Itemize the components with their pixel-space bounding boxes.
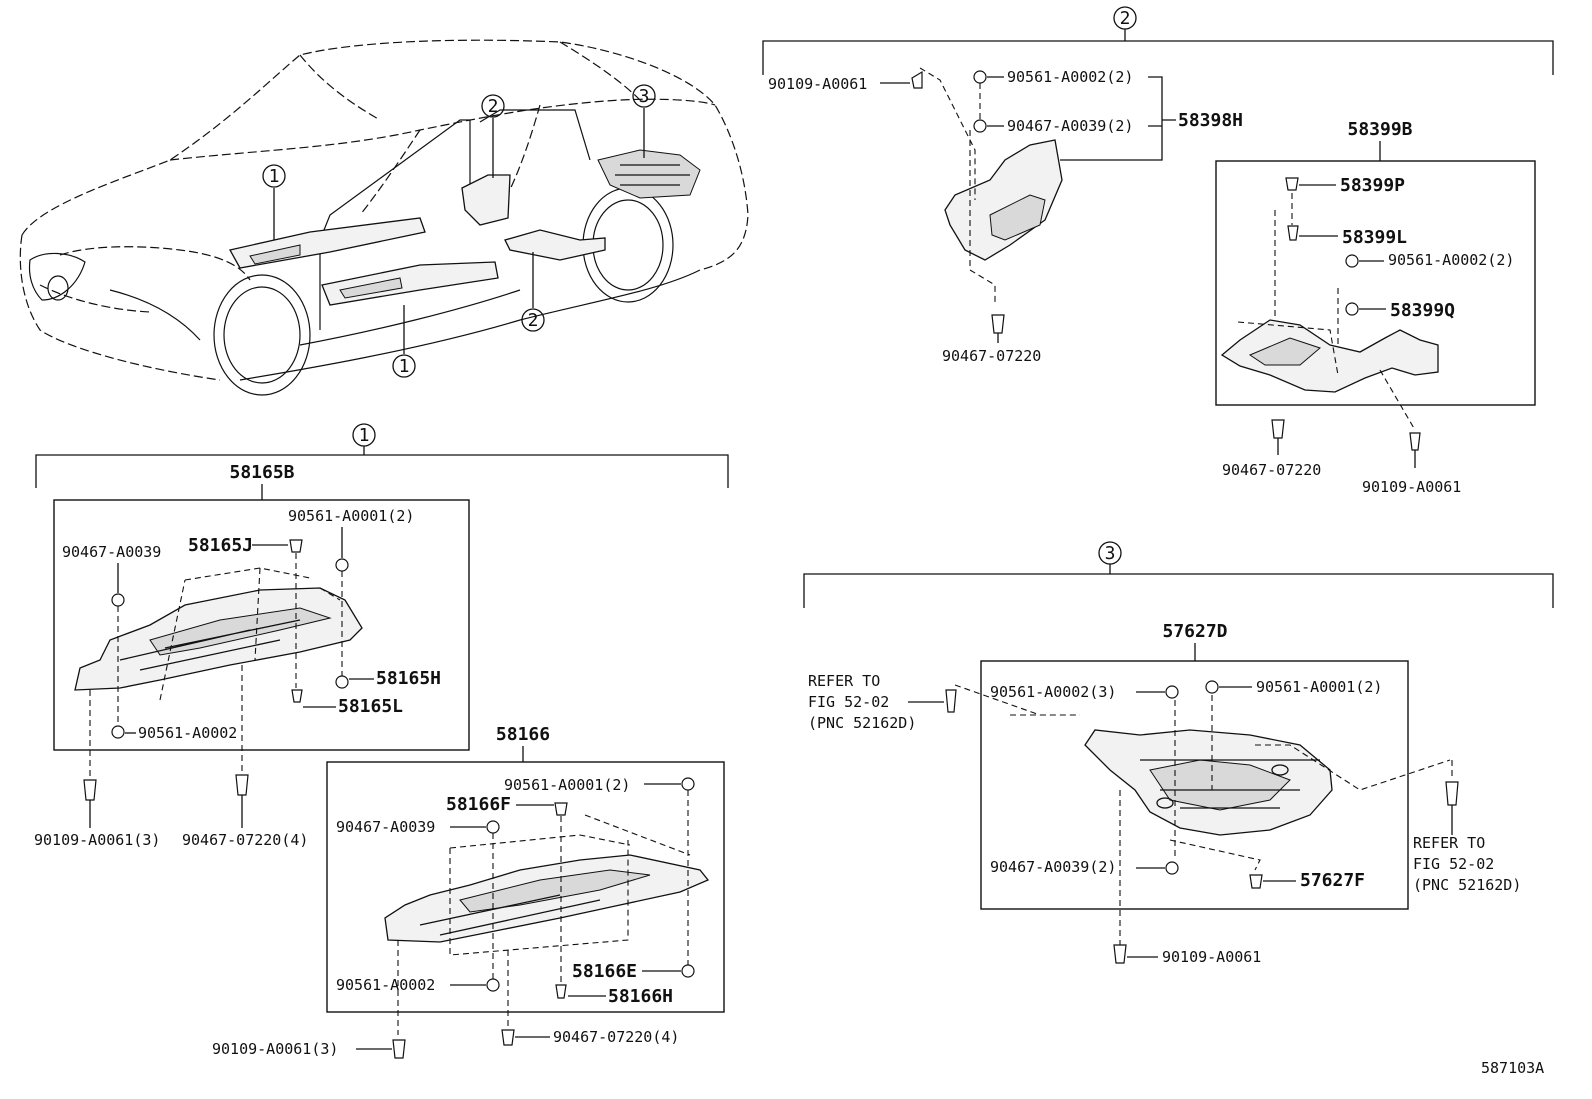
group-58399B-box (1215, 160, 1536, 406)
refer-left-line3: (PNC 52162D) (808, 714, 916, 732)
label-58166F: 58166F (446, 794, 511, 815)
label-90561-A0002-3-s3: 90561-A0002(3) (990, 683, 1116, 701)
refer-left-line2: FIG 52-02 (808, 693, 889, 711)
label-90109-A0061-s2r: 90109-A0061 (1362, 478, 1461, 496)
callout-3 (632, 84, 656, 108)
label-58165L: 58165L (338, 696, 403, 717)
diagram-code: 587103A (1481, 1059, 1544, 1077)
refer-right-line1: REFER TO (1413, 834, 1485, 852)
label-90109-A0061-3-b: 90109-A0061(3) (212, 1040, 338, 1058)
label-90109-A0061-s3: 90109-A0061 (1162, 948, 1261, 966)
label-90467-07220-s2: 90467-07220 (942, 347, 1041, 365)
label-90467-A0039-b: 90467-A0039 (336, 818, 435, 836)
label-90561-A0002-2-s2: 90561-A0002(2) (1007, 68, 1133, 86)
section-3: 3 57627D 90561-A0002(3) 90561-A0001(2) 9… (803, 541, 1554, 966)
refer-right-line3: (PNC 52162D) (1413, 876, 1521, 894)
section-1-marker-label: 1 (359, 425, 370, 446)
callout-2-top-label: 2 (488, 96, 499, 117)
label-58166E: 58166E (572, 961, 637, 982)
callout-1-bottom-label: 1 (399, 356, 410, 377)
label-90467-07220-4-a: 90467-07220(4) (182, 831, 308, 849)
section-2-marker-label: 2 (1120, 8, 1131, 29)
label-90467-07220-s2r: 90467-07220 (1222, 461, 1321, 479)
refer-right-line2: FIG 52-02 (1413, 855, 1494, 873)
group-57627D-title: 57627D (1162, 621, 1227, 642)
callout-2-top (481, 94, 505, 118)
label-58399L: 58399L (1342, 227, 1407, 248)
section-2: 2 90109-A0061 90561-A0002(2) 90467-A0039… (762, 6, 1554, 496)
label-90561-A0001-2-a: 90561-A0001(2) (288, 507, 414, 525)
label-90561-A0002-b: 90561-A0002 (336, 976, 435, 994)
cover-58399B (1220, 319, 1439, 393)
label-58166H: 58166H (608, 986, 673, 1007)
label-90561-A0001-2-b: 90561-A0001(2) (504, 776, 630, 794)
callout-1-bottom (392, 354, 416, 378)
callout-3-label: 3 (639, 86, 650, 107)
label-58399P: 58399P (1340, 175, 1405, 196)
label-90109-A0061-3-a: 90109-A0061(3) (34, 831, 160, 849)
label-58399Q: 58399Q (1390, 300, 1455, 321)
label-58165J: 58165J (188, 535, 253, 556)
group-57627D-box (980, 660, 1409, 910)
section-3-marker-label: 3 (1105, 543, 1116, 564)
grommet-right-icon (1445, 781, 1459, 806)
group-58165B-box (53, 499, 470, 751)
section-1: 1 58165B 90561-A0001(2) 58165J 90467-A00… (34, 423, 729, 1059)
label-90561-A0002-a: 90561-A0002 (138, 724, 237, 742)
callout-2-bottom-label: 2 (528, 310, 539, 331)
callout-2-bottom (521, 308, 545, 332)
group-58166-title: 58166 (496, 724, 550, 745)
group-58166-box (326, 761, 725, 1013)
label-57627F: 57627F (1300, 870, 1365, 891)
label-58398H: 58398H (1178, 110, 1243, 131)
grommet-left-icon (945, 689, 957, 713)
cover-58398H (944, 139, 1063, 261)
label-90467-A0039-a: 90467-A0039 (62, 543, 161, 561)
label-90467-07220-4-b: 90467-07220(4) (553, 1028, 679, 1046)
label-90467-A0039-2-s2: 90467-A0039(2) (1007, 117, 1133, 135)
refer-left-line1: REFER TO (808, 672, 880, 690)
label-90561-A0002-2-s2r: 90561-A0002(2) (1388, 251, 1514, 269)
group-58399B-title: 58399B (1347, 119, 1412, 140)
label-90561-A0001-2-s3: 90561-A0001(2) (1256, 678, 1382, 696)
group-58165B-title: 58165B (229, 462, 294, 483)
callout-1-top-label: 1 (269, 166, 280, 187)
car-overview: 1 2 3 2 1 (19, 39, 749, 396)
callout-1-top (262, 164, 286, 188)
label-58165H: 58165H (376, 668, 441, 689)
label-90109-A0061-s2: 90109-A0061 (768, 75, 867, 93)
label-90467-A0039-2-s3: 90467-A0039(2) (990, 858, 1116, 876)
